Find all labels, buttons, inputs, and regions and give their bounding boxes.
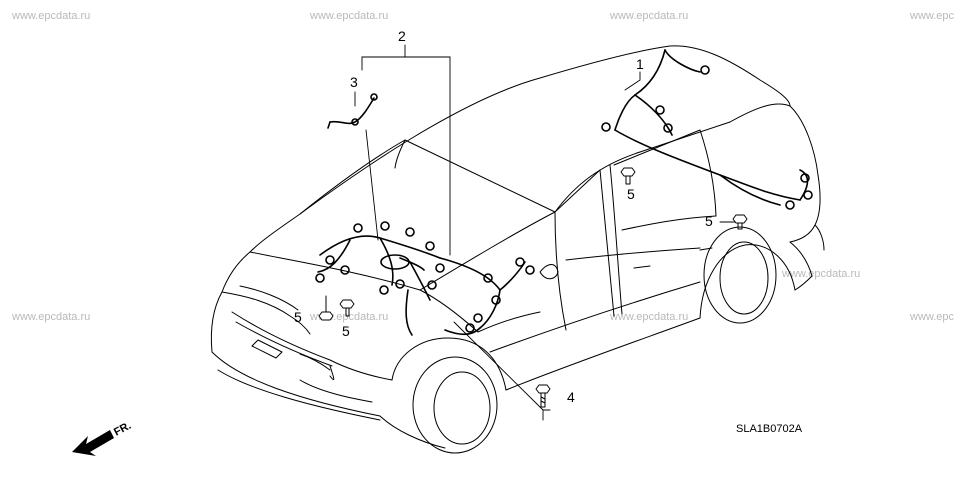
watermark: www.epc: [910, 311, 955, 323]
callout-1: 1: [636, 56, 644, 72]
watermark: www.epcdata.ru: [782, 268, 861, 280]
bolt-icon: [732, 214, 748, 230]
bolt-icon: [620, 167, 636, 185]
callout-5: 5: [294, 309, 302, 325]
callout-3: 3: [350, 74, 358, 90]
callout-2: 2: [398, 28, 406, 44]
wire-harness-3: [327, 93, 378, 129]
callout-5: 5: [705, 213, 713, 229]
bolt-icon: [339, 299, 355, 317]
bolt-icon: [318, 295, 334, 321]
diagram-code: SLA1B0702A: [736, 423, 803, 435]
bolt-icon: [535, 384, 551, 408]
callout-5: 5: [627, 186, 635, 202]
front-arrow-icon: [72, 430, 114, 456]
wire-harness-1: [601, 49, 813, 210]
callout-5: 5: [342, 323, 350, 339]
car-body-outline: [210, 45, 825, 454]
watermark: www.epcdata.ru: [610, 10, 689, 22]
watermark: www.epcdata.ru: [12, 311, 91, 323]
watermark: www.epcdata.ru: [610, 311, 689, 323]
callout-4: 4: [567, 389, 575, 405]
watermark: www.epcdata.ru: [12, 10, 91, 22]
watermark: www.epcdata.ru: [310, 10, 389, 22]
wire-harness-2: [315, 221, 535, 336]
leader-lines: [354, 44, 737, 421]
watermark: www.epc: [910, 10, 955, 22]
